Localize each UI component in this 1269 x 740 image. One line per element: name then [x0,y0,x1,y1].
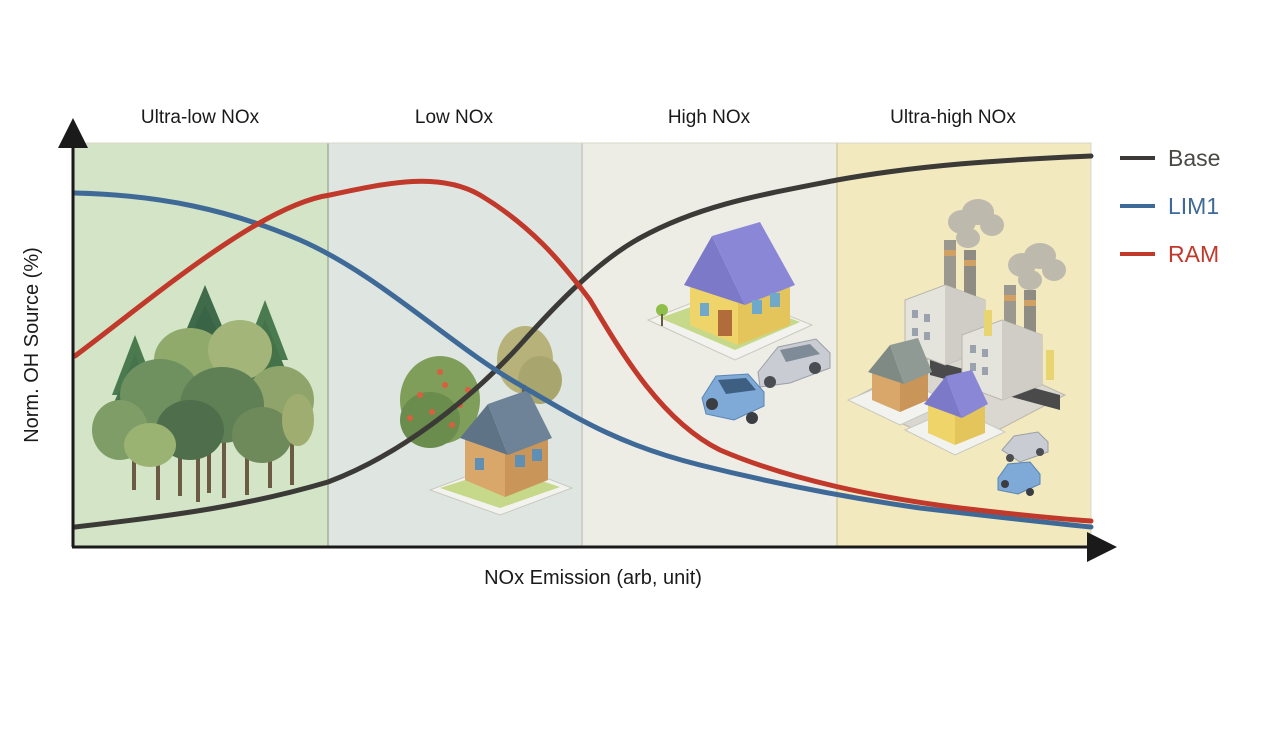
region-label-low: Low NOx [415,107,494,128]
curve-lim1 [72,190,1094,530]
x-axis-label: NOx Emission (arb, unit) [484,567,702,589]
curve-ram [72,178,1094,524]
legend: Base LIM1 RAM [1120,145,1220,267]
legend-label-lim1: LIM1 [1168,193,1219,219]
legend-label-base: Base [1168,145,1220,171]
region-labels: Ultra-low NOx Low NOx High NOx Ultra-hig… [141,107,1016,128]
region-label-high: High NOx [668,107,751,128]
curve-base [72,153,1094,530]
house-and-cars-illustration [646,222,831,424]
y-axis-label: Norm. OH Source (%) [21,247,43,443]
car-gray-small [1001,431,1049,463]
forest-illustration [92,285,314,502]
region-label-ultra-low: Ultra-low NOx [141,107,260,128]
car-gray [757,338,831,388]
car-blue-small [997,461,1041,496]
factory-and-houses-illustration [846,199,1067,496]
car-blue [701,373,765,424]
region-label-ultra-high: Ultra-high NOx [890,107,1016,128]
legend-label-ram: RAM [1168,241,1219,267]
curves [72,153,1094,530]
axes: NOx Emission (arb, unit) Norm. OH Source… [21,118,1117,589]
